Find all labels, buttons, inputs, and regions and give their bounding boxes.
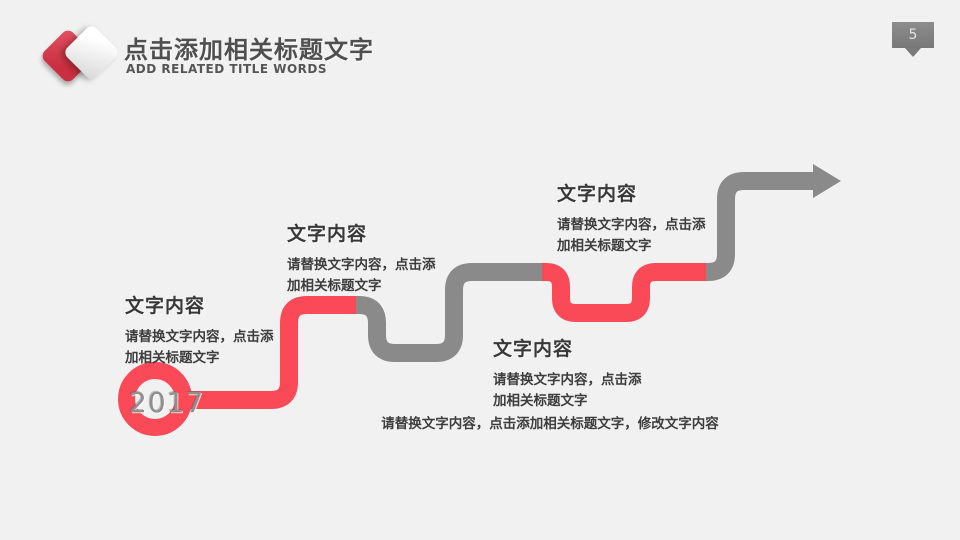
path-segment-red-2	[542, 263, 707, 322]
block-body-line1: 请替换文字内容，点击添	[493, 372, 642, 388]
arrow-head-icon	[813, 164, 841, 198]
slide-subtitle: ADD RELATED TITLE WORDS	[126, 62, 327, 76]
timeline-text-block-4: 文字内容 请替换文字内容，点击添 加相关标题文字	[557, 179, 747, 257]
footer-caption: 请替换文字内容，点击添加相关标题文字，修改文字内容	[381, 416, 719, 432]
block-heading: 文字内容	[493, 338, 574, 360]
block-body-line1: 请替换文字内容，点击添	[287, 257, 436, 273]
timeline-start-ring	[118, 362, 192, 436]
timeline-text-block-3: 文字内容 请替换文字内容，点击添 加相关标题文字	[493, 334, 683, 412]
block-body-line1: 请替换文字内容，点击添	[125, 329, 274, 345]
path-segment-gray-2	[706, 172, 815, 281]
year-label: 2017	[129, 386, 205, 419]
timeline-text-block-1: 文字内容 请替换文字内容，点击添 加相关标题文字	[125, 291, 315, 369]
slide-title: 点击添加相关标题文字	[124, 36, 374, 64]
block-body-line2: 加相关标题文字	[287, 278, 382, 294]
path-segment-red-1	[184, 296, 357, 409]
path-segment-gray-1	[356, 263, 543, 362]
block-body-line2: 加相关标题文字	[493, 393, 588, 409]
block-heading: 文字内容	[557, 183, 638, 205]
page-number-badge: 5	[892, 22, 934, 48]
block-body-line1: 请替换文字内容，点击添	[557, 217, 706, 233]
block-body-line2: 加相关标题文字	[125, 350, 220, 366]
page-number-badge-pointer	[905, 48, 921, 57]
block-heading: 文字内容	[125, 295, 206, 317]
block-heading: 文字内容	[287, 223, 368, 245]
timeline-text-block-2: 文字内容 请替换文字内容，点击添 加相关标题文字	[287, 219, 477, 297]
block-body-line2: 加相关标题文字	[557, 238, 652, 254]
